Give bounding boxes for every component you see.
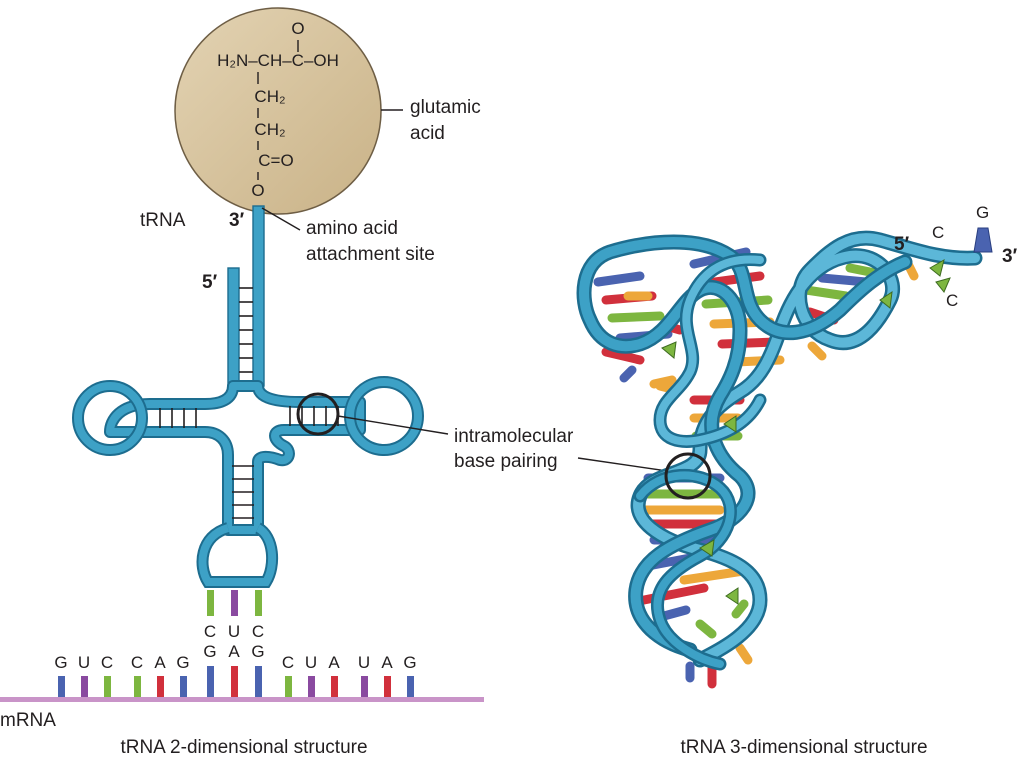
anticodon-base-3: C	[252, 622, 264, 641]
chem-ch2-1: CH₂	[254, 87, 285, 106]
3d-label-c-top: C	[932, 223, 944, 242]
label-trna: tRNA	[140, 210, 186, 231]
pairing-circle-3d	[664, 452, 712, 500]
anticodon-bar-3	[255, 590, 262, 616]
codon-base-1: G	[203, 642, 216, 661]
mrna-base-8: U	[305, 653, 317, 672]
mrna-base-7: C	[282, 653, 294, 672]
codon-letters: G A G	[203, 642, 264, 661]
3d-label-c-bottom: C	[946, 291, 958, 310]
mrna-base-4: C	[131, 653, 143, 672]
3d-label-3prime: 3′	[1002, 246, 1018, 267]
caption-2d: tRNA 2-dimensional structure	[120, 737, 367, 758]
mrna-base-3: C	[101, 653, 113, 672]
3d-label-5prime: 5′	[894, 234, 910, 255]
label-attachment-site: attachment site	[306, 244, 435, 265]
mrna-letters: G U C C A G C U A U A G	[54, 653, 416, 672]
anticodon-bar-1	[207, 590, 214, 616]
mrna-base-1: G	[54, 653, 67, 672]
3d-green-markers	[661, 258, 951, 605]
mrna-base-11: A	[381, 653, 393, 672]
mrna-base-6: G	[176, 653, 189, 672]
3d-ribbons	[576, 230, 983, 671]
chem-ch2-2: CH₂	[254, 120, 285, 139]
pairing-circle-2d	[296, 392, 340, 436]
label-intramolecular: intramolecular	[454, 426, 574, 447]
anticodon-base-1: C	[204, 622, 216, 641]
chem-main-chain: H₂N–CH–C–OH	[217, 51, 339, 70]
mrna-strand	[0, 666, 484, 702]
codon-base-3: G	[251, 642, 264, 661]
label-acid: acid	[410, 123, 445, 144]
mrna-base-9: A	[328, 653, 340, 672]
chem-top-o: O	[291, 19, 304, 38]
label-base-pairing: base pairing	[454, 451, 558, 472]
anticodon-bar-2	[231, 590, 238, 616]
label-amino-acid: amino acid	[306, 218, 398, 239]
caption-3d: tRNA 3-dimensional structure	[680, 737, 927, 758]
anticodon-base-2: U	[228, 622, 240, 641]
anticodon-letters: C U C	[204, 622, 264, 641]
trna-2d-structure	[72, 205, 424, 616]
label-5prime: 5′	[202, 272, 218, 293]
label-glutamic: glutamic	[410, 97, 481, 118]
3d-g-nucleotide	[973, 227, 993, 253]
3d-label-g: G	[976, 203, 989, 222]
chem-carbonyl: C=O	[258, 151, 293, 170]
codon-base-2: A	[228, 642, 240, 661]
glutamic-acid-sphere: O H₂N–CH–C–OH CH₂ CH₂ C=O O	[174, 7, 382, 215]
label-mrna: mRNA	[0, 710, 56, 731]
label-3prime: 3′	[229, 210, 245, 231]
mrna-base-5: A	[154, 653, 166, 672]
mrna-base-2: U	[78, 653, 90, 672]
chem-ester-o: O	[251, 181, 264, 200]
mrna-base-10: U	[358, 653, 370, 672]
trna-3d-structure	[576, 227, 993, 689]
mrna-base-12: G	[403, 653, 416, 672]
